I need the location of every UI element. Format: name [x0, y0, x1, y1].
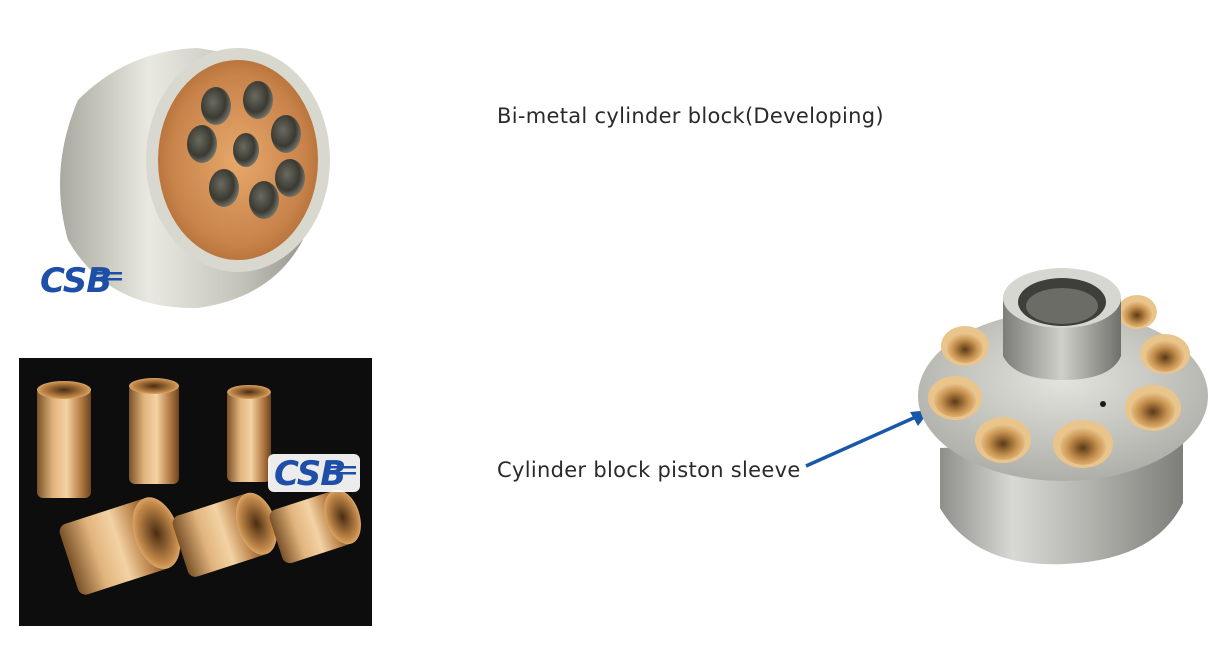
- piston-sleeves: [928, 295, 1190, 468]
- upright-bushings: [37, 378, 271, 498]
- csb-logo-bottom: CSB: [268, 454, 360, 494]
- sleeve-caption: Cylinder block piston sleeve: [497, 458, 801, 482]
- csb-logo-top: CSB: [40, 261, 122, 300]
- bimetal-caption: Bi-metal cylinder block(Developing): [497, 104, 884, 128]
- piston-sleeve-bushings-image: [19, 358, 372, 626]
- lying-bushings: [59, 489, 361, 595]
- bimetal-cylinder-block-image: [60, 48, 330, 309]
- piston-bores: [187, 81, 305, 219]
- cylinder-block-image: [918, 268, 1208, 565]
- spline-teeth: [1026, 288, 1098, 324]
